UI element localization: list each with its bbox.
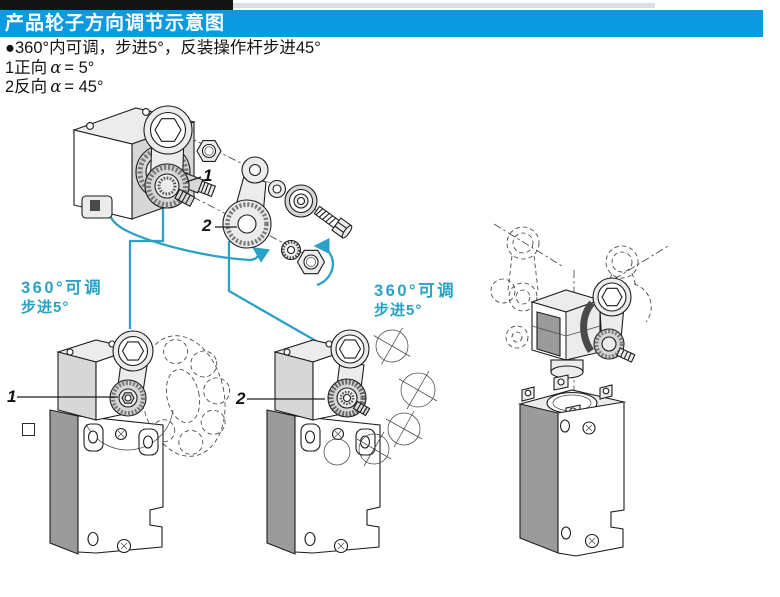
adjust-note-line2: 步进5° xyxy=(374,302,423,319)
rotate-arrow-nut xyxy=(313,237,335,287)
top-gray-strip xyxy=(233,3,655,8)
footnote-box xyxy=(22,423,35,436)
hex-bolt xyxy=(313,205,353,239)
washer xyxy=(267,179,287,199)
alternate-positions xyxy=(323,327,438,467)
star-washer xyxy=(280,239,302,261)
adjust-note-line1: 360°可调 xyxy=(21,279,104,297)
alpha-symbol: α xyxy=(50,58,62,77)
switch-1-assembled xyxy=(17,330,231,555)
roller-wheel xyxy=(284,184,318,218)
section-title-bar: 产品轮子方向调节示意图 xyxy=(0,10,763,37)
reversible-head-assembly xyxy=(490,223,669,557)
roller-lever-2 xyxy=(222,156,272,249)
adjust-note-line2: 步进5° xyxy=(21,299,70,316)
adjust-note-left: 360°可调 步进5° xyxy=(21,278,103,318)
callout-switch2: 2 xyxy=(236,389,246,408)
switch-2-assembled xyxy=(247,327,438,555)
leader-to-switch1 xyxy=(128,207,165,329)
note-adjustable: ●360°内可调，步进5°，反装操作杆步进45° xyxy=(5,39,321,57)
exploded-view xyxy=(72,105,353,275)
hex-nut-1 xyxy=(196,140,222,162)
phantom-lever-positions xyxy=(490,226,652,349)
adjust-note-line1: 360°可调 xyxy=(374,282,457,300)
switch-body-separated xyxy=(517,374,627,557)
roller-lever-1 xyxy=(143,105,196,209)
callout-switch1: 1 xyxy=(7,387,17,406)
leader-part1 xyxy=(185,176,202,183)
callout-part1: 1 xyxy=(203,166,213,185)
page-title: 产品轮子方向调节示意图 xyxy=(5,13,226,34)
hex-nut-2 xyxy=(296,249,326,275)
adjust-note-right: 360°可调 步进5° xyxy=(374,281,456,321)
callout-part2: 2 xyxy=(202,216,212,235)
leader-to-switch2 xyxy=(227,241,317,342)
top-partial-bar xyxy=(0,0,233,10)
alpha-symbol: α xyxy=(50,77,62,96)
